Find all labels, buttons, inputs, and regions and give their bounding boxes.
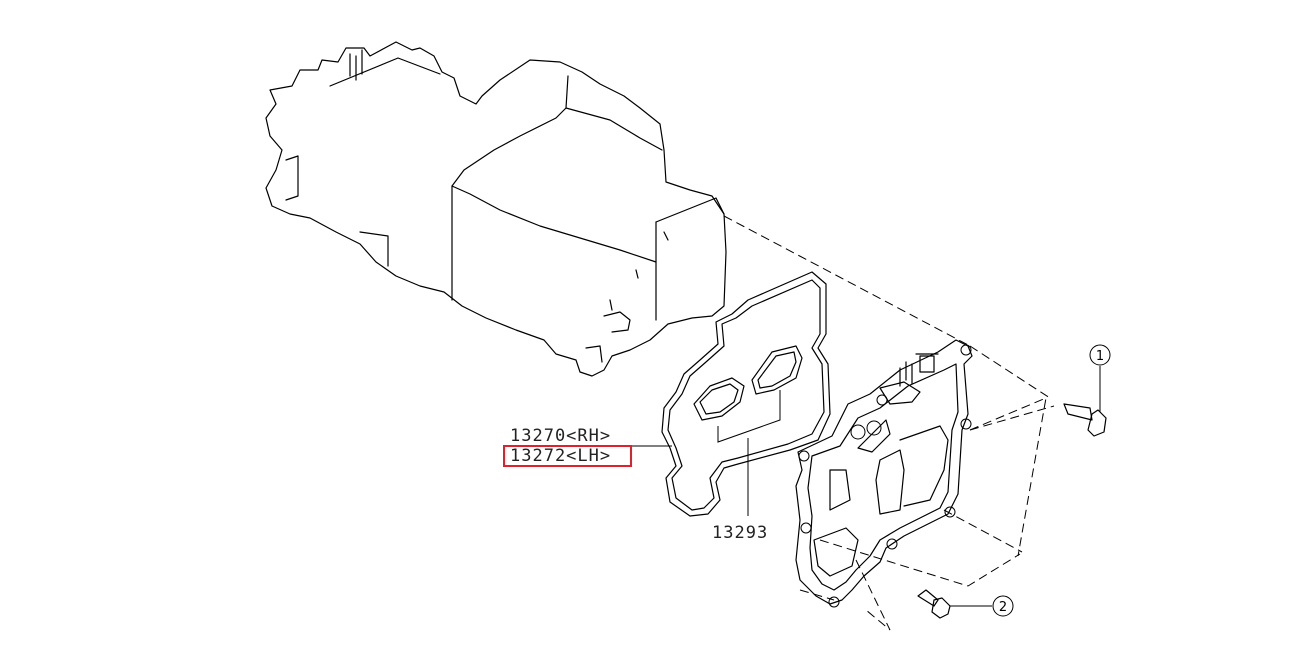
bolt-1-illustration — [1063, 366, 1107, 437]
rocker-cover-gasket-illustration — [661, 271, 831, 517]
callout-2[interactable]: 2 — [992, 595, 1014, 617]
part-label-13293[interactable]: 13293 — [712, 523, 768, 543]
highlight-box — [503, 445, 632, 467]
callout-1-number: 1 — [1096, 349, 1104, 364]
callout-1[interactable]: 1 — [1089, 344, 1111, 366]
assembly-guide-lines — [723, 215, 1055, 631]
part-label-13272-lh[interactable]: 13272<LH> — [510, 446, 611, 466]
part-label-13270-rh[interactable]: 13270<RH> — [510, 426, 611, 446]
callout-2-number: 2 — [999, 600, 1007, 615]
engine-block-illustration — [265, 41, 727, 377]
leader-lines — [632, 390, 781, 516]
bolt-2-illustration — [917, 589, 992, 619]
rocker-cover-illustration — [795, 339, 973, 608]
